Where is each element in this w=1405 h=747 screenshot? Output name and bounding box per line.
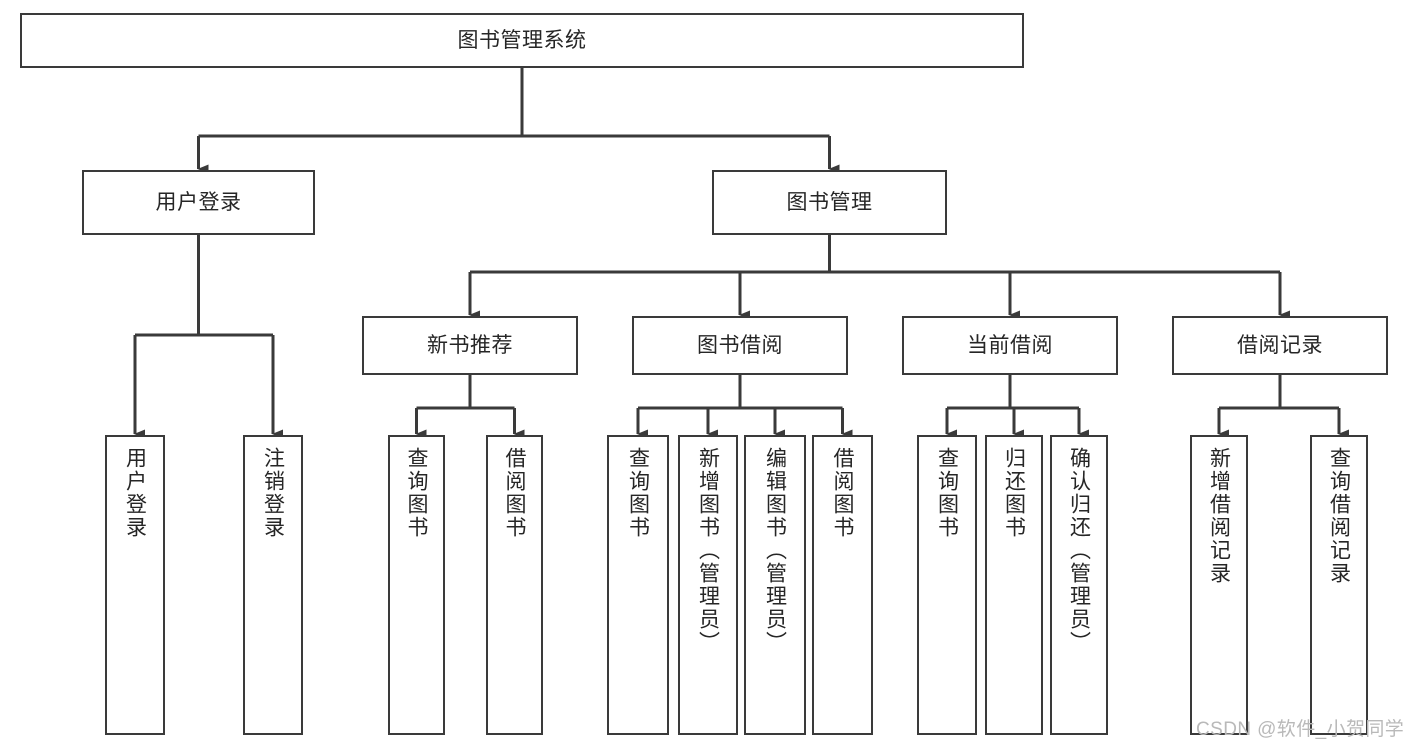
node-label: 借阅图书 xyxy=(832,447,853,539)
node-leaf-bw-add[interactable]: 新增图书（管理员） xyxy=(678,435,738,735)
node-current[interactable]: 当前借阅 xyxy=(902,316,1118,375)
node-label: 新增图书（管理员） xyxy=(698,447,719,654)
node-label: 图书借阅 xyxy=(697,334,783,358)
node-leaf-user-logout[interactable]: 注销登录 xyxy=(243,435,303,735)
node-label: 用户登录 xyxy=(156,191,242,215)
node-label: 注销登录 xyxy=(263,447,284,539)
node-leaf-cur-confirm[interactable]: 确认归还（管理员） xyxy=(1050,435,1108,735)
node-leaf-bw-query[interactable]: 查询图书 xyxy=(607,435,669,735)
node-leaf-cur-return[interactable]: 归还图书 xyxy=(985,435,1043,735)
node-label: 查询图书 xyxy=(628,447,649,539)
node-login[interactable]: 用户登录 xyxy=(82,170,315,235)
node-leaf-rec-add[interactable]: 新增借阅记录 xyxy=(1190,435,1248,735)
node-leaf-nb-query[interactable]: 查询图书 xyxy=(388,435,445,735)
node-label: 新书推荐 xyxy=(427,334,513,358)
node-label: 查询图书 xyxy=(406,447,427,539)
node-label: 用户登录 xyxy=(125,447,146,539)
node-root[interactable]: 图书管理系统 xyxy=(20,13,1024,68)
node-borrow[interactable]: 图书借阅 xyxy=(632,316,848,375)
node-bookmgmt[interactable]: 图书管理 xyxy=(712,170,947,235)
node-label: 新增借阅记录 xyxy=(1209,447,1230,585)
node-newbook[interactable]: 新书推荐 xyxy=(362,316,578,375)
node-label: 归还图书 xyxy=(1004,447,1025,539)
node-label: 确认归还（管理员） xyxy=(1069,447,1090,654)
node-leaf-user-login[interactable]: 用户登录 xyxy=(105,435,165,735)
node-leaf-bw-borrow[interactable]: 借阅图书 xyxy=(812,435,873,735)
node-leaf-bw-edit[interactable]: 编辑图书（管理员） xyxy=(744,435,806,735)
node-records[interactable]: 借阅记录 xyxy=(1172,316,1388,375)
node-label: 查询借阅记录 xyxy=(1329,447,1350,585)
node-label: 当前借阅 xyxy=(967,334,1053,358)
node-leaf-nb-borrow[interactable]: 借阅图书 xyxy=(486,435,543,735)
node-label: 图书管理系统 xyxy=(458,29,587,53)
node-label: 编辑图书（管理员） xyxy=(765,447,786,654)
node-leaf-rec-query[interactable]: 查询借阅记录 xyxy=(1310,435,1368,735)
node-label: 借阅图书 xyxy=(504,447,525,539)
node-leaf-cur-query[interactable]: 查询图书 xyxy=(917,435,977,735)
node-label: 图书管理 xyxy=(787,191,873,215)
node-label: 借阅记录 xyxy=(1237,334,1323,358)
edge-paths xyxy=(135,68,1339,434)
node-label: 查询图书 xyxy=(937,447,958,539)
